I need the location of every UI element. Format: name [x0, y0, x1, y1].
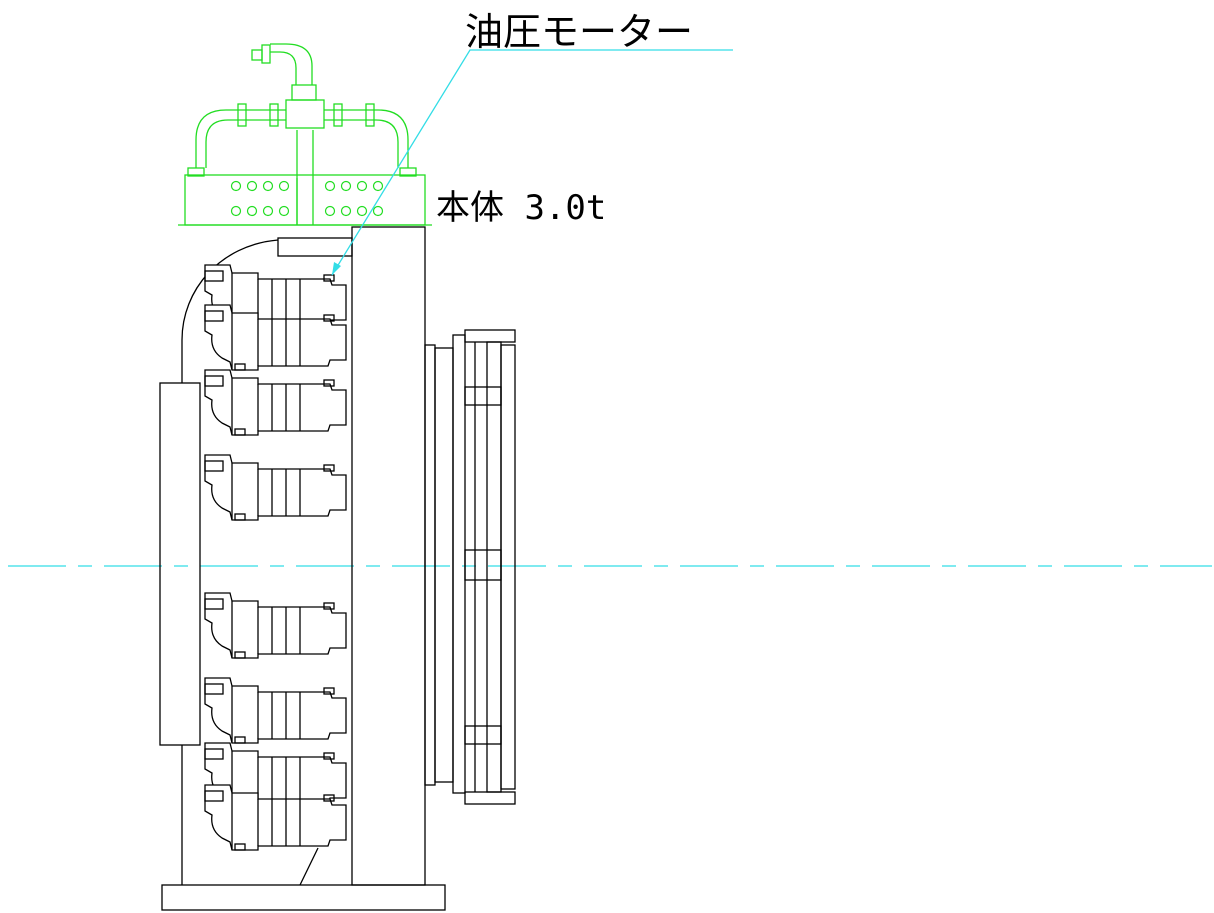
cutter-module — [204, 742, 347, 809]
port-hole — [372, 180, 384, 192]
port-hole — [324, 180, 336, 192]
port-hole — [324, 205, 336, 217]
motor-leader-line — [331, 49, 733, 276]
port-hole — [278, 205, 290, 217]
port-hole — [356, 205, 368, 217]
port-hole — [262, 205, 274, 217]
port-hole — [356, 180, 368, 192]
cutter-module-stack — [204, 264, 347, 851]
port-hole — [230, 180, 242, 192]
port-hole — [340, 205, 352, 217]
port-hole — [340, 180, 352, 192]
motor-label: 油圧モーター — [465, 10, 693, 54]
flange-disc — [452, 329, 516, 805]
port-hole — [262, 180, 274, 192]
port-hole — [246, 180, 258, 192]
cutter-module — [204, 304, 347, 371]
mount-plate — [277, 237, 353, 257]
spacer-ring-2 — [434, 347, 454, 783]
rear-frame — [159, 382, 201, 746]
main-plate — [351, 226, 426, 886]
hydraulic-motor — [178, 43, 432, 226]
cutter-module — [204, 454, 347, 521]
spacer-ring-1 — [424, 344, 436, 786]
port-hole — [246, 205, 258, 217]
port-hole — [230, 205, 242, 217]
base-strut — [299, 847, 319, 886]
cutter-module — [204, 784, 347, 851]
weight-label: 本体 3.0t — [436, 188, 606, 228]
cutter-module — [204, 677, 347, 744]
base-plate — [161, 884, 446, 911]
cutter-module — [204, 592, 347, 659]
motor-port-holes — [230, 180, 384, 217]
cutter-module — [204, 369, 347, 436]
leader-arrowhead — [332, 262, 341, 275]
port-hole — [372, 205, 384, 217]
port-hole — [278, 180, 290, 192]
